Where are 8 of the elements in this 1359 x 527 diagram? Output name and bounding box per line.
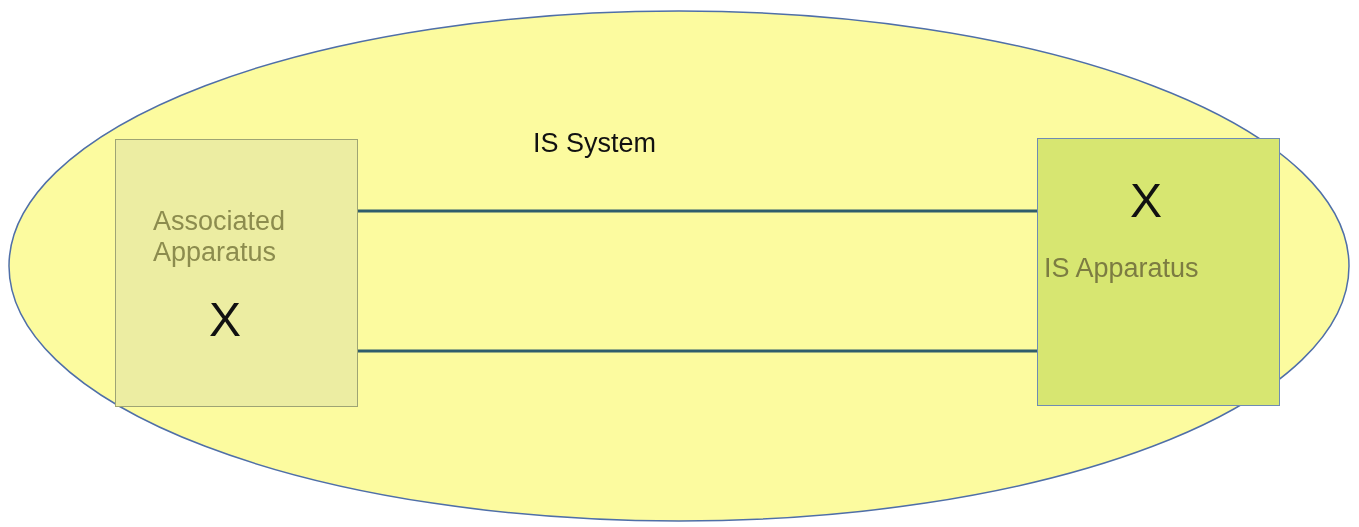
x-mark: X xyxy=(209,292,241,348)
x-mark: X xyxy=(1130,173,1162,229)
apparatus-label: Associated Apparatus xyxy=(153,206,287,269)
connector-line xyxy=(358,349,1037,353)
apparatus-box xyxy=(115,139,358,407)
system-label: IS System xyxy=(533,128,657,160)
apparatus-label: IS Apparatus xyxy=(1044,253,1199,285)
connector-line xyxy=(358,209,1037,213)
